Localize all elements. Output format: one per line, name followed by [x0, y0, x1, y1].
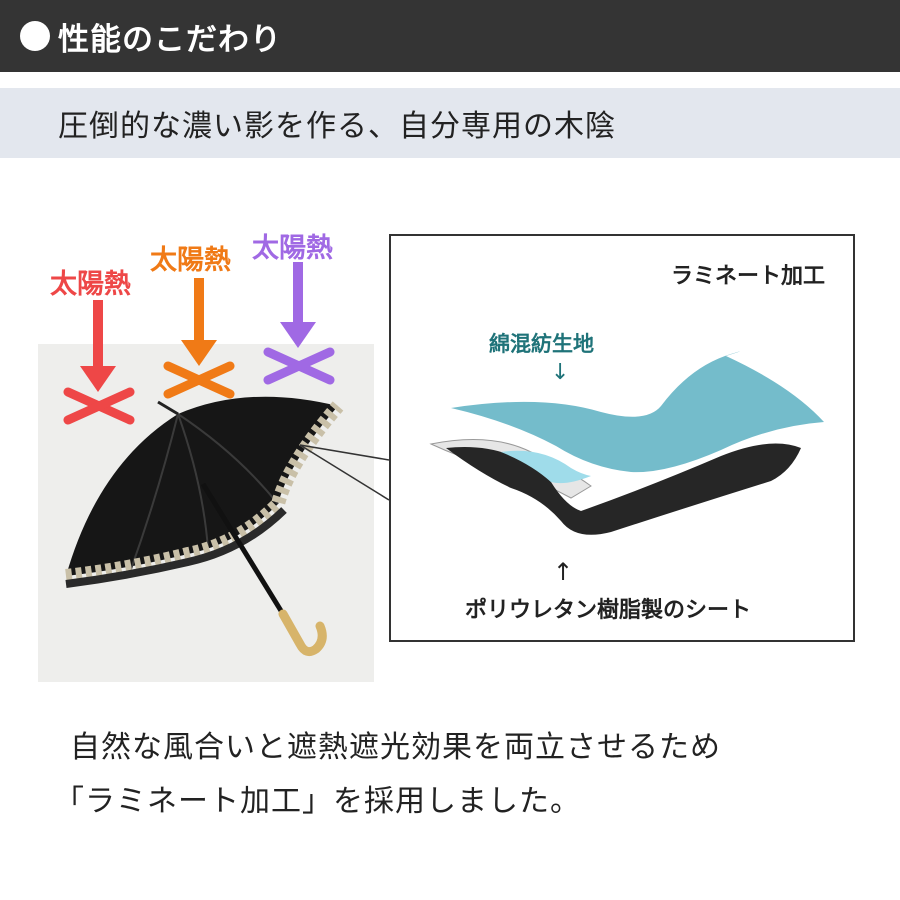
header-bar: 性能のこだわり: [0, 0, 900, 72]
header-title: 性能のこだわり: [58, 21, 282, 58]
callout-lines: [299, 444, 390, 501]
laminate-diagram: ラミネート加工 綿混紡生地 ↓ ↑ ポリウレタン樹脂製のシート: [389, 234, 855, 642]
bullet-dot-icon: [20, 21, 50, 51]
layer-illustration: [429, 351, 824, 535]
orange-down-arrow-icon: [181, 278, 217, 366]
subtitle-text: 圧倒的な濃い影を作る、自分専用の木陰: [58, 109, 616, 144]
purple-block-x-icon: [263, 347, 335, 385]
orange-block-x-icon: [163, 361, 235, 399]
red-block-x-icon: [63, 387, 135, 425]
sun-heat-label-orange: 太陽熱: [150, 245, 231, 276]
umbrella-icon: [65, 396, 344, 657]
sheet-arrow-icon: ↑: [553, 558, 574, 586]
description-line-2: 「ラミネート加工」を採用しました。: [54, 784, 581, 819]
red-down-arrow-icon: [80, 300, 116, 392]
sun-heat-label-red: 太陽熱: [50, 269, 131, 300]
laminate-title: ラミネート加工: [670, 264, 825, 289]
sheet-label: ポリウレタン樹脂製のシート: [465, 598, 752, 623]
umbrella-photo: [38, 344, 374, 682]
fabric-label: 綿混紡生地: [489, 332, 594, 356]
purple-down-arrow-icon: [280, 262, 316, 348]
sun-heat-label-purple: 太陽熱: [252, 233, 333, 264]
subtitle-bar: 圧倒的な濃い影を作る、自分専用の木陰: [0, 88, 900, 158]
fabric-arrow-icon: ↓: [551, 360, 570, 385]
description-line-1: 自然な風合いと遮熱遮光効果を両立させるため: [70, 730, 721, 765]
